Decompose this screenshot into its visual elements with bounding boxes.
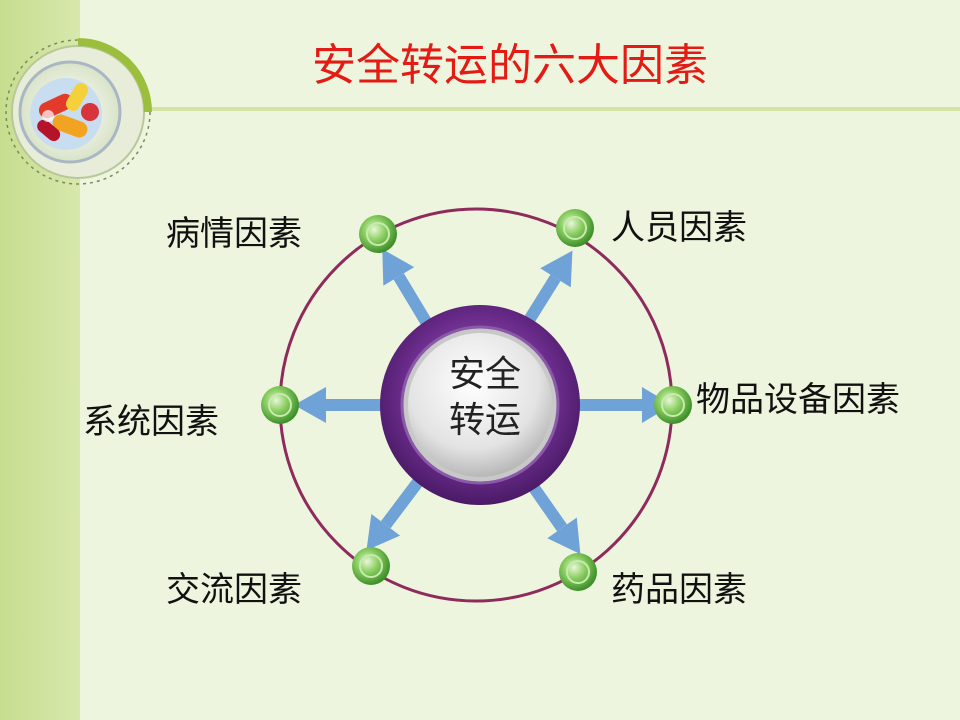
slide-title: 安全转运的六大因素 bbox=[312, 40, 708, 91]
title-underline bbox=[140, 107, 960, 111]
factor-label-disease: 病情因素 bbox=[166, 214, 302, 254]
hub-label-line2: 转运 bbox=[448, 400, 521, 441]
node-equipment bbox=[654, 386, 692, 424]
factor-label-personnel: 人员因素 bbox=[611, 208, 747, 248]
hub-label: 安全 转运 bbox=[430, 352, 540, 444]
capsule-logo-icon bbox=[5, 38, 152, 185]
node-personnel bbox=[556, 209, 594, 247]
factor-label-medication: 药品因素 bbox=[611, 570, 747, 610]
node-communication bbox=[352, 547, 390, 585]
factor-label-equipment: 物品设备因素 bbox=[696, 380, 900, 420]
node-disease bbox=[359, 215, 397, 253]
node-system bbox=[261, 386, 299, 424]
hub-label-line1: 安全 bbox=[448, 354, 521, 395]
factor-label-system: 系统因素 bbox=[83, 402, 219, 442]
node-medication bbox=[559, 553, 597, 591]
hub-core bbox=[408, 333, 552, 477]
factor-label-communication: 交流因素 bbox=[166, 570, 302, 610]
